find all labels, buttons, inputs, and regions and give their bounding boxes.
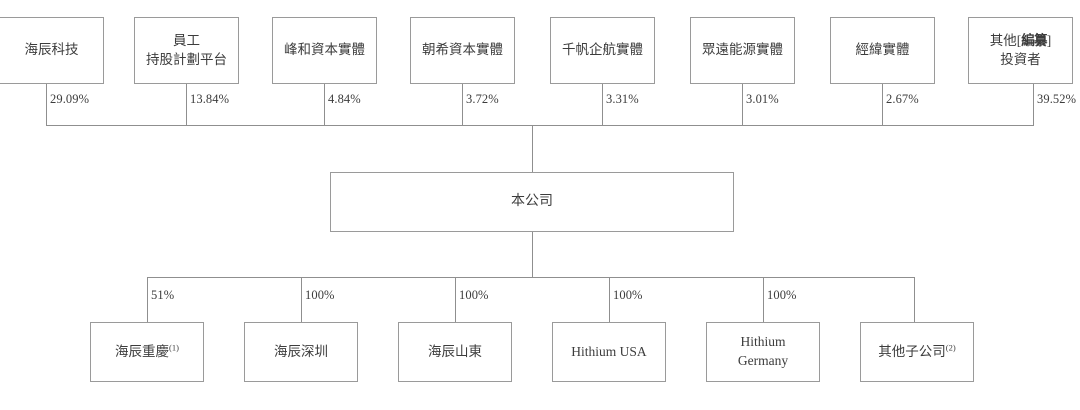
subsidiary-label: Hithium USA bbox=[567, 343, 650, 362]
subsidiary-name: 海辰山東 bbox=[428, 343, 482, 359]
connector-company-to-bus bbox=[532, 232, 533, 277]
shareholder-label: 峰和資本實體 bbox=[284, 42, 365, 58]
shareholder-bus-line bbox=[46, 125, 1034, 126]
subsidiary-label: 海辰深圳 bbox=[270, 343, 332, 362]
ownership-pct-other-investors: 39.52% bbox=[1037, 92, 1077, 106]
other-investors-line2: 投資者 bbox=[1000, 51, 1041, 67]
subsidiary-name: Hithium USA bbox=[571, 343, 647, 359]
connector-drop-jingwei bbox=[882, 84, 883, 126]
ownership-pct-qianfan-qihang: 3.31% bbox=[606, 92, 639, 106]
connector-drop-haichen-shenzhen bbox=[301, 277, 302, 322]
shareholder-box-juyuan-energy[interactable]: 眾遠能源實體 bbox=[690, 17, 795, 84]
subsidiary-box-hithium-usa[interactable]: Hithium USA bbox=[552, 322, 666, 382]
connector-drop-haichen-keji bbox=[46, 84, 47, 126]
ownership-pct-employee-esop: 13.84% bbox=[190, 92, 230, 106]
ownership-pct-fenghe-capital: 4.84% bbox=[328, 92, 361, 106]
ownership-pct-haichen-shandong: 100% bbox=[459, 288, 489, 302]
subsidiary-label: Hithium Germany bbox=[734, 333, 792, 370]
connector-drop-qianfan-qihang bbox=[602, 84, 603, 126]
footnote-marker: (2) bbox=[945, 342, 956, 353]
connector-drop-employee-esop bbox=[186, 84, 187, 126]
connector-drop-fenghe-capital bbox=[324, 84, 325, 126]
connector-drop-chaoxi-capital bbox=[462, 84, 463, 126]
shareholder-label: 經緯實體 bbox=[855, 42, 910, 58]
company-label: 本公司 bbox=[511, 194, 553, 210]
subsidiary-name: 其他子公司 bbox=[878, 343, 946, 359]
subsidiary-box-hithium-germany[interactable]: Hithium Germany bbox=[706, 322, 820, 382]
connector-drop-haichen-chongqing bbox=[147, 277, 148, 322]
shareholder-label: 海辰科技 bbox=[24, 42, 79, 58]
footnote-marker: (1) bbox=[169, 342, 179, 353]
ownership-pct-haichen-chongqing: 51% bbox=[151, 288, 175, 302]
subsidiary-bus-line bbox=[147, 277, 915, 278]
subsidiary-name: 海辰重慶 bbox=[115, 343, 170, 359]
shareholder-box-chaoxi-capital[interactable]: 朝希資本實體 bbox=[410, 17, 515, 84]
shareholder-box-fenghe-capital[interactable]: 峰和資本實體 bbox=[272, 17, 377, 84]
ownership-pct-hithium-germany: 100% bbox=[767, 288, 797, 302]
connector-drop-hithium-germany bbox=[763, 277, 764, 322]
shareholder-box-other-investors[interactable]: 其他[編纂] 投資者 bbox=[968, 17, 1073, 84]
subsidiary-box-other-subsidiaries[interactable]: 其他子公司(2) bbox=[860, 322, 974, 382]
shareholder-label: 其他[編纂] 投資者 bbox=[986, 32, 1055, 69]
ownership-pct-haichen-keji: 29.09% bbox=[50, 92, 90, 106]
other-investors-suffix: ] bbox=[1046, 32, 1052, 48]
subsidiary-name: Hithium Germany bbox=[737, 334, 789, 368]
connector-drop-haichen-shandong bbox=[455, 277, 456, 322]
other-investors-redacted-text: 編纂 bbox=[1021, 32, 1047, 48]
shareholder-box-employee-esop[interactable]: 員工 持股計劃平台 bbox=[134, 17, 239, 84]
connector-drop-hithium-usa bbox=[609, 277, 610, 322]
ownership-pct-chaoxi-capital: 3.72% bbox=[466, 92, 499, 106]
ownership-pct-haichen-shenzhen: 100% bbox=[305, 288, 335, 302]
subsidiary-label: 海辰重慶(1) bbox=[111, 343, 183, 362]
connector-drop-other-investors bbox=[1033, 84, 1034, 126]
subsidiary-box-haichen-shandong[interactable]: 海辰山東 bbox=[398, 322, 512, 382]
shareholder-box-haichen-keji[interactable]: 海辰科技 bbox=[0, 17, 104, 84]
ownership-pct-jingwei: 2.67% bbox=[886, 92, 919, 106]
company-box[interactable]: 本公司 bbox=[330, 172, 734, 232]
connector-bus-to-company bbox=[532, 125, 533, 172]
shareholder-label: 朝希資本實體 bbox=[422, 42, 503, 58]
subsidiary-box-haichen-chongqing[interactable]: 海辰重慶(1) bbox=[90, 322, 204, 382]
shareholder-label: 員工 持股計劃平台 bbox=[146, 32, 227, 67]
subsidiary-box-haichen-shenzhen[interactable]: 海辰深圳 bbox=[244, 322, 358, 382]
ownership-pct-hithium-usa: 100% bbox=[613, 288, 643, 302]
connector-drop-other-subsidiaries bbox=[914, 277, 915, 322]
subsidiary-label: 海辰山東 bbox=[424, 343, 486, 362]
shareholder-label: 千帆企航實體 bbox=[562, 42, 643, 58]
shareholder-box-jingwei[interactable]: 經緯實體 bbox=[830, 17, 935, 84]
subsidiary-name: 海辰深圳 bbox=[274, 343, 328, 359]
shareholder-label: 眾遠能源實體 bbox=[702, 42, 783, 58]
shareholder-box-qianfan-qihang[interactable]: 千帆企航實體 bbox=[550, 17, 655, 84]
other-investors-prefix: 其他[ bbox=[989, 32, 1022, 48]
ownership-pct-juyuan-energy: 3.01% bbox=[746, 92, 779, 106]
connector-drop-juyuan-energy bbox=[742, 84, 743, 126]
subsidiary-label: 其他子公司(2) bbox=[874, 343, 959, 362]
